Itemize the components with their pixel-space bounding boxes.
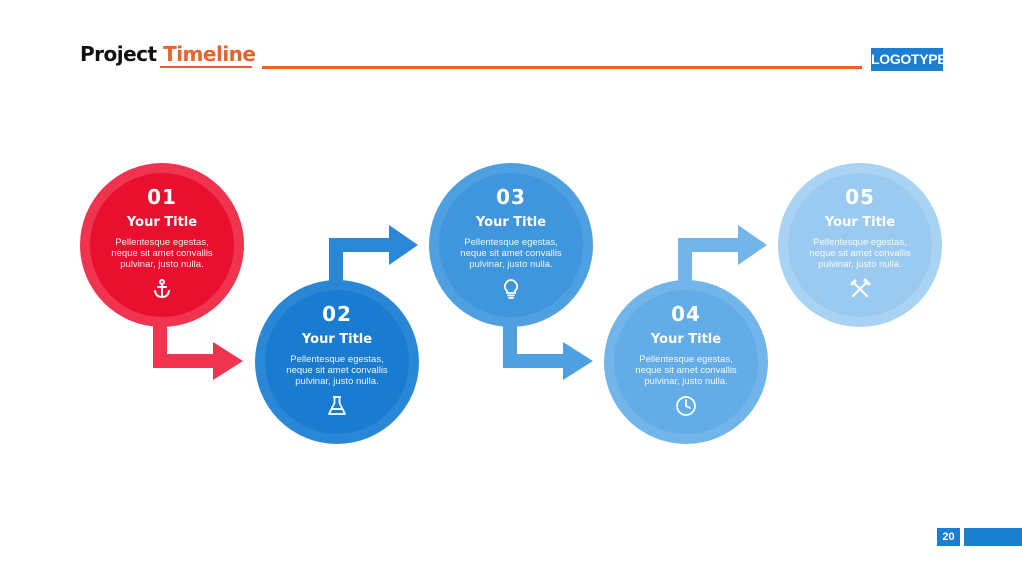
page-number: 20 — [937, 528, 960, 546]
timeline-step-03: 03 Your Title Pellentesque egestas, nequ… — [429, 163, 593, 327]
timeline-step-02: 02 Your Title Pellentesque egestas, nequ… — [255, 280, 419, 444]
step-title: Your Title — [824, 215, 896, 230]
step-title: Your Title — [475, 215, 547, 230]
timeline-step-04: 04 Your Title Pellentesque egestas, nequ… — [604, 280, 768, 444]
arrow-03-04 — [503, 318, 593, 380]
step-number: 03 — [496, 185, 526, 209]
flask-icon — [326, 395, 348, 417]
step-description: Pellentesque egestas, neque sit amet con… — [460, 237, 562, 270]
step-number: 02 — [322, 302, 352, 326]
step-inner-circle — [265, 290, 409, 434]
arrow-04-05 — [678, 225, 767, 286]
page-number-bar — [964, 528, 1022, 546]
step-inner-circle — [788, 173, 932, 317]
timeline-step-05: 05 Your Title Pellentesque egestas, nequ… — [778, 163, 942, 327]
step-number: 04 — [671, 302, 701, 326]
step-inner-circle — [614, 290, 758, 434]
clock-icon — [675, 395, 697, 417]
step-number: 05 — [845, 185, 875, 209]
title-underline — [160, 66, 252, 68]
lightbulb-icon — [500, 278, 522, 300]
logo: LOGOTYPE — [871, 48, 947, 71]
step-description: Pellentesque egestas, neque sit amet con… — [809, 237, 911, 270]
tools-icon — [849, 278, 871, 300]
page-title: Project Timeline — [80, 42, 256, 66]
step-title: Your Title — [126, 215, 198, 230]
step-description: Pellentesque egestas, neque sit amet con… — [635, 354, 737, 387]
step-description: Pellentesque egestas, neque sit amet con… — [111, 237, 213, 270]
timeline-step-01: 01 Your Title Pellentesque egestas, nequ… — [80, 163, 244, 327]
step-number: 01 — [147, 185, 177, 209]
header-divider — [262, 66, 862, 69]
step-title: Your Title — [301, 332, 373, 347]
arrow-02-03 — [329, 225, 418, 286]
anchor-icon — [151, 278, 173, 300]
page-title-part2: Timeline — [163, 42, 256, 66]
step-title: Your Title — [650, 332, 722, 347]
arrow-01-02 — [153, 318, 243, 380]
page-title-part1: Project — [80, 42, 164, 66]
step-description: Pellentesque egestas, neque sit amet con… — [286, 354, 388, 387]
